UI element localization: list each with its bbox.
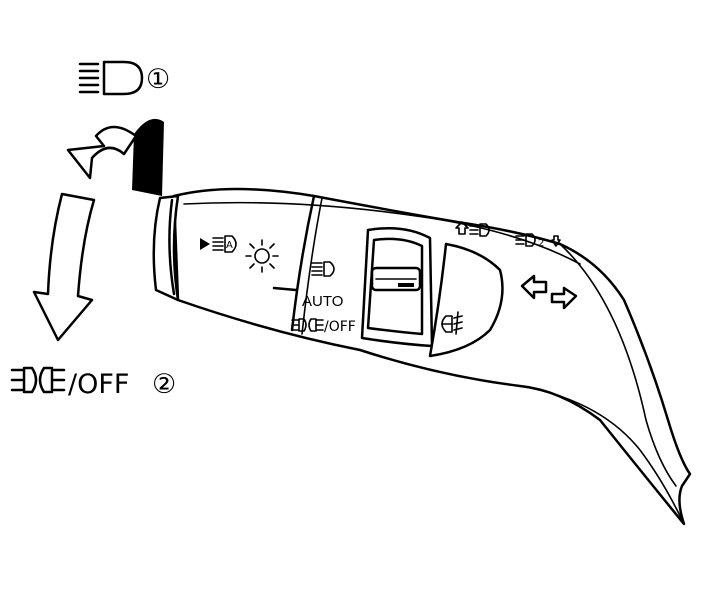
auto-letter-mark: A (226, 240, 233, 251)
position-1-label: ① (78, 60, 170, 96)
position-indicator-mark (272, 286, 298, 292)
position-2-number: ② (152, 369, 176, 400)
position-1-number: ① (146, 64, 170, 95)
flash-high-beam-icon (455, 221, 490, 237)
auto-headlight-icon: A (200, 235, 237, 253)
light-sensor-sun-icon (245, 239, 279, 273)
high-beam-icon: 2 (515, 233, 561, 249)
low-beam-headlight-icon (78, 60, 144, 96)
rotary-head-markings: A (200, 235, 298, 292)
svg-text:2: 2 (538, 238, 544, 249)
top-symbols: 2 (455, 221, 561, 249)
segment-off-label: /OFF (324, 319, 356, 335)
slide-switch[interactable] (360, 226, 434, 348)
parking-light-icon (10, 366, 66, 394)
position-2-label: /OFF ② (10, 366, 176, 400)
fixed-segment-markings: AUTO /OFF (291, 261, 356, 335)
segment-headlight-icon (311, 261, 335, 277)
rotate-arrow-position-1 (66, 118, 164, 196)
turn-signal-arrows-icon (520, 274, 578, 310)
off-label: /OFF (68, 369, 129, 400)
auto-label: AUTO (302, 293, 343, 310)
fog-light-ring[interactable] (428, 242, 504, 358)
slide-indicator-bar (398, 283, 414, 287)
rear-fog-light-icon (441, 311, 463, 335)
segment-parking-light-icon (291, 318, 324, 332)
rotate-arrow-position-2 (32, 192, 96, 342)
